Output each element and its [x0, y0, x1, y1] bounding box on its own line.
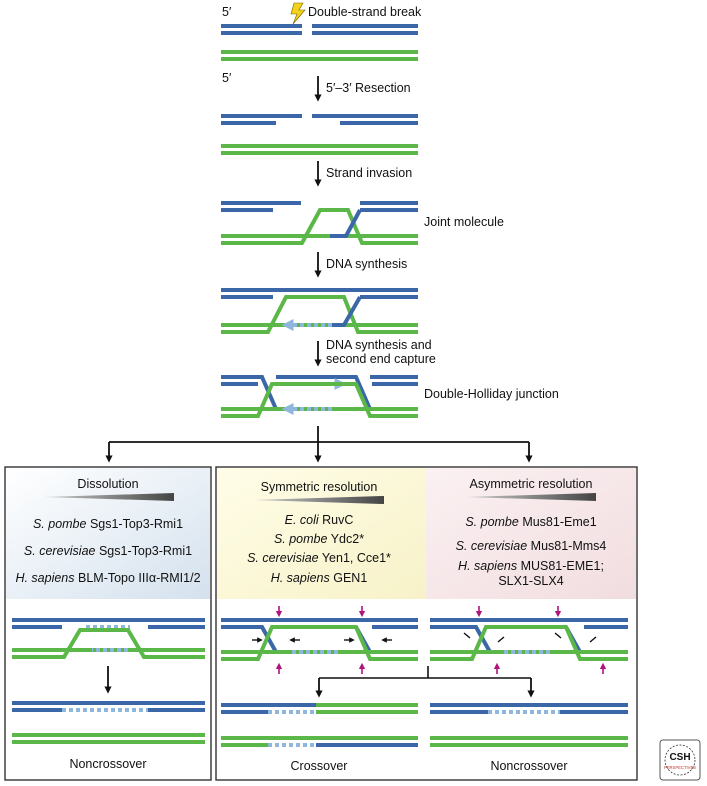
logo-line2: PERSPECTIVES	[664, 765, 696, 770]
dhj-label: Double-Holliday junction	[424, 387, 559, 401]
nick-mark-icon	[589, 636, 597, 643]
step-double-holliday-junction	[221, 375, 418, 418]
synthesis-label: DNA synthesis	[326, 257, 407, 271]
break-label: Double-strand break	[308, 5, 422, 19]
step-joint-molecule	[221, 201, 418, 245]
symmetric-protein-2: S. pombe Ydc2*	[274, 532, 364, 546]
symmetric-protein-4: H. sapiens GEN1	[271, 571, 368, 585]
asymmetric-title: Asymmetric resolution	[470, 477, 593, 491]
joint-label: Joint molecule	[424, 215, 504, 229]
synthesis2-label-line2: second end capture	[326, 352, 436, 366]
asymmetric-intermediate	[430, 606, 628, 674]
symmetric-title: Symmetric resolution	[261, 480, 378, 494]
asymmetric-protein-3: H. sapiens MUS81-EME1;	[458, 559, 604, 573]
asymmetric-protein-1: S. pombe Mus81-Eme1	[465, 515, 596, 529]
symmetric-outcome: Crossover	[291, 759, 348, 773]
dissolution-protein-1: S. pombe Sgs1-Top3-Rmi1	[33, 517, 183, 531]
dissolution-panel: Dissolution S. pombe Sgs1-Top3-Rmi1 S. c…	[4, 466, 212, 781]
nick-mark-icon	[554, 632, 562, 639]
crossover-product	[221, 703, 418, 747]
invasion-label: Strand invasion	[326, 166, 412, 180]
dissolution-title: Dissolution	[77, 477, 138, 491]
step-break: 5′ Double-strand break	[221, 2, 422, 61]
asymmetric-product	[430, 703, 628, 747]
nick-mark-icon	[497, 636, 505, 643]
asymmetric-protein-2: S. cerevisiae Mus81-Mms4	[456, 539, 607, 553]
dissolution-protein-2: S. cerevisiae Sgs1-Top3-Rmi1	[24, 544, 192, 558]
asymmetric-outcome: Noncrossover	[490, 759, 567, 773]
cshp-logo: CSH PERSPECTIVES	[659, 739, 701, 781]
dissolution-outcome: Noncrossover	[69, 757, 146, 771]
dissolution-protein-3: H. sapiens BLM-Topo IIIα-RMI1/2	[15, 571, 200, 585]
step-resection	[221, 114, 418, 155]
logo-line1: CSH	[669, 752, 690, 763]
step-dna-synthesis	[221, 288, 418, 334]
asymmetric-protein-4: SLX1-SLX4	[498, 574, 563, 588]
five-prime-label-second: 5′	[222, 71, 232, 85]
resolution-panel: Symmetric resolution E. coli RuvC S. pom…	[215, 466, 638, 781]
resolution-branch-connector	[315, 666, 535, 698]
dissolution-product	[12, 701, 205, 744]
resection-label: 5′–3′ Resection	[326, 81, 411, 95]
branch-connector	[105, 426, 533, 463]
symmetric-protein-1: E. coli RuvC	[285, 513, 354, 527]
lightning-icon	[290, 2, 306, 25]
synthesis2-label-line1: DNA synthesis and	[326, 338, 432, 352]
five-prime-label-top: 5′	[222, 5, 232, 19]
symmetric-intermediate	[221, 606, 418, 674]
dissolution-intermediate	[12, 618, 205, 659]
symmetric-wedge	[254, 496, 384, 504]
nick-mark-icon	[463, 632, 471, 639]
asymmetric-wedge	[466, 493, 596, 501]
symmetric-protein-3: S. cerevisiae Yen1, Cce1*	[247, 551, 391, 565]
dissolution-wedge	[44, 493, 174, 501]
